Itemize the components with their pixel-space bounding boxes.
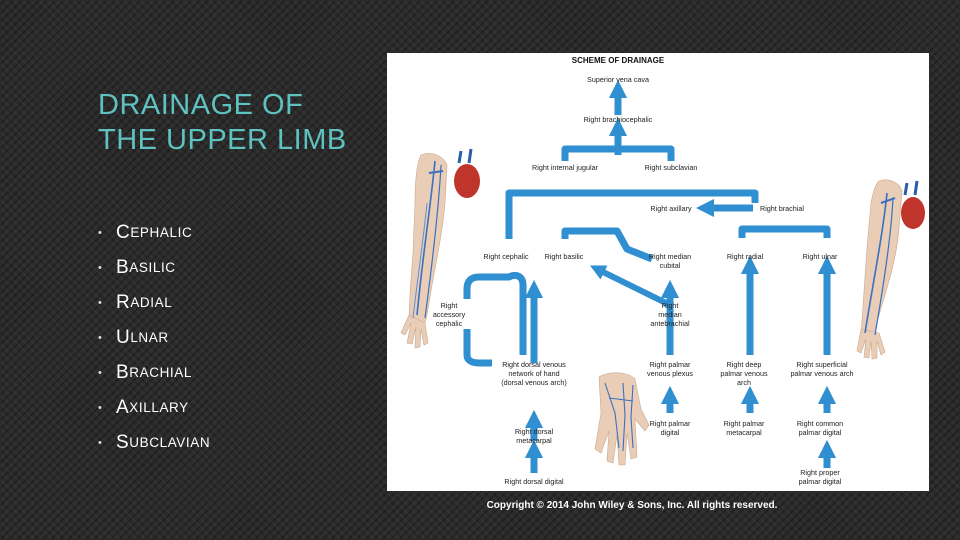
label-median-antebrachial-1: Right bbox=[662, 301, 679, 310]
label-dorsal-digital: Right dorsal digital bbox=[504, 477, 564, 486]
label-median-antebrachial-3: antebrachial bbox=[650, 319, 690, 328]
label-brachiocephalic: Right brachiocephalic bbox=[584, 115, 653, 124]
label-dorsal-venous-network-3: (dorsal venous arch) bbox=[501, 378, 567, 387]
bullet-dot-icon: • bbox=[98, 436, 103, 449]
drainage-scheme-svg: SCHEME OF DRAINAGE Superior vena cava Ri… bbox=[400, 56, 925, 486]
bullet-dot-icon: • bbox=[98, 331, 103, 344]
label-palmar-venous-plexus-1: Right palmar bbox=[650, 360, 691, 369]
label-dorsal-metacarpal-2: metacarpal bbox=[516, 436, 552, 445]
bullet-dot-icon: • bbox=[98, 401, 103, 414]
drainage-figure: SCHEME OF DRAINAGE Superior vena cava Ri… bbox=[387, 53, 929, 491]
slide-title-line-2: THE UPPER LIMB bbox=[98, 124, 347, 156]
diagram-labels: SCHEME OF DRAINAGE Superior vena cava Ri… bbox=[433, 56, 854, 486]
diagram-title: SCHEME OF DRAINAGE bbox=[572, 56, 665, 65]
label-superior-vena-cava: Superior vena cava bbox=[587, 75, 649, 84]
label-radial: Right radial bbox=[727, 252, 764, 261]
label-common-palmar-digital-1: Right common bbox=[797, 419, 843, 428]
copyright-notice: Copyright © 2014 John Wiley & Sons, Inc.… bbox=[486, 500, 778, 511]
label-median-antebrachial-2: median bbox=[658, 310, 682, 319]
label-internal-jugular: Right internal jugular bbox=[532, 163, 599, 172]
bullet-dot-icon: • bbox=[98, 296, 103, 309]
bullet-dot-icon: • bbox=[98, 226, 103, 239]
label-basilic: Right basilic bbox=[545, 252, 584, 261]
label-axillary: Right axillary bbox=[650, 204, 692, 213]
label-superficial-palmar-arch-2: palmar venous arch bbox=[790, 369, 853, 378]
label-median-cubital-2: cubital bbox=[660, 261, 681, 270]
slide-title-line-1: DRAINAGE OF bbox=[98, 89, 304, 121]
label-accessory-cephalic-2: accessory bbox=[433, 310, 466, 319]
label-palmar-metacarpal-2: metacarpal bbox=[726, 428, 762, 437]
label-dorsal-metacarpal-1: Right dorsal bbox=[515, 427, 554, 436]
label-brachial: Right brachial bbox=[760, 204, 804, 213]
label-palmar-digital-1: Right palmar bbox=[650, 419, 691, 428]
label-palmar-digital-2: digital bbox=[661, 428, 680, 437]
label-palmar-metacarpal-1: Right palmar bbox=[724, 419, 765, 428]
label-dorsal-venous-network-2: network of hand bbox=[508, 369, 559, 378]
slide-title: DRAINAGE OF THE UPPER LIMB bbox=[98, 88, 388, 158]
label-accessory-cephalic-1: Right bbox=[441, 301, 458, 310]
bullet-dot-icon: • bbox=[98, 366, 103, 379]
label-proper-palmar-digital-1: Right proper bbox=[800, 468, 840, 477]
label-deep-palmar-arch-2: palmar venous bbox=[720, 369, 768, 378]
label-deep-palmar-arch-3: arch bbox=[737, 378, 751, 387]
label-subclavian: Right subclavian bbox=[645, 163, 698, 172]
label-dorsal-venous-network-1: Right dorsal venous bbox=[502, 360, 566, 369]
label-ulnar: Right ulnar bbox=[803, 252, 838, 261]
label-palmar-venous-plexus-2: venous plexus bbox=[647, 369, 693, 378]
bullet-dot-icon: • bbox=[98, 261, 103, 274]
label-superficial-palmar-arch-1: Right superficial bbox=[796, 360, 848, 369]
left-arm-illustration bbox=[400, 148, 480, 349]
vessel-connectors bbox=[463, 79, 837, 473]
label-common-palmar-digital-2: palmar digital bbox=[799, 428, 842, 437]
label-proper-palmar-digital-2: palmar digital bbox=[799, 477, 842, 486]
label-accessory-cephalic-3: cephalic bbox=[436, 319, 463, 328]
label-deep-palmar-arch-1: Right deep bbox=[727, 360, 762, 369]
label-median-cubital-1: Right median bbox=[649, 252, 691, 261]
right-arm-illustration bbox=[856, 179, 925, 360]
label-cephalic: Right cephalic bbox=[483, 252, 529, 261]
hand-illustration bbox=[594, 372, 650, 466]
